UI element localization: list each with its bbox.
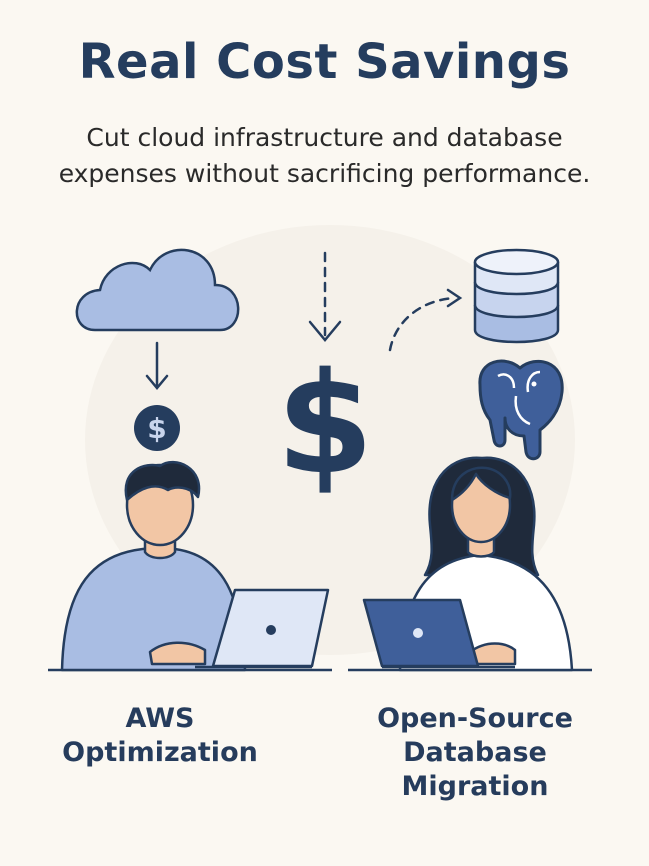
caption-aws-optimization: AWS Optimization xyxy=(40,702,280,770)
dollar-sign-icon: $ xyxy=(276,343,373,506)
subtitle-line-1: Cut cloud infrastructure and database xyxy=(86,123,563,152)
caption-right-line-1: Open-Source xyxy=(377,703,573,734)
caption-right-line-3: Migration xyxy=(401,771,549,802)
curved-arrow-icon xyxy=(388,288,463,352)
arrow-down-icon xyxy=(145,341,169,390)
dashed-arrow-down-icon xyxy=(308,251,342,342)
postgresql-elephant-icon xyxy=(478,359,564,461)
page-title: Real Cost Savings xyxy=(78,34,571,90)
caption-left-line-1: AWS xyxy=(125,703,195,734)
coin-icon: $ xyxy=(134,405,180,451)
coin-symbol: $ xyxy=(147,412,166,445)
caption-open-source-migration: Open-Source Database Migration xyxy=(340,702,610,804)
laptop-right-icon xyxy=(362,598,515,669)
man-figure xyxy=(60,460,247,672)
page-subtitle: Cut cloud infrastructure and database ex… xyxy=(0,120,649,192)
caption-left-line-2: Optimization xyxy=(62,737,258,768)
database-icon xyxy=(473,248,560,344)
laptop-left-icon xyxy=(195,588,330,669)
subtitle-line-2: expenses without sacrificing performance… xyxy=(58,159,591,188)
cloud-icon xyxy=(75,248,240,332)
caption-right-line-2: Database xyxy=(403,737,547,768)
